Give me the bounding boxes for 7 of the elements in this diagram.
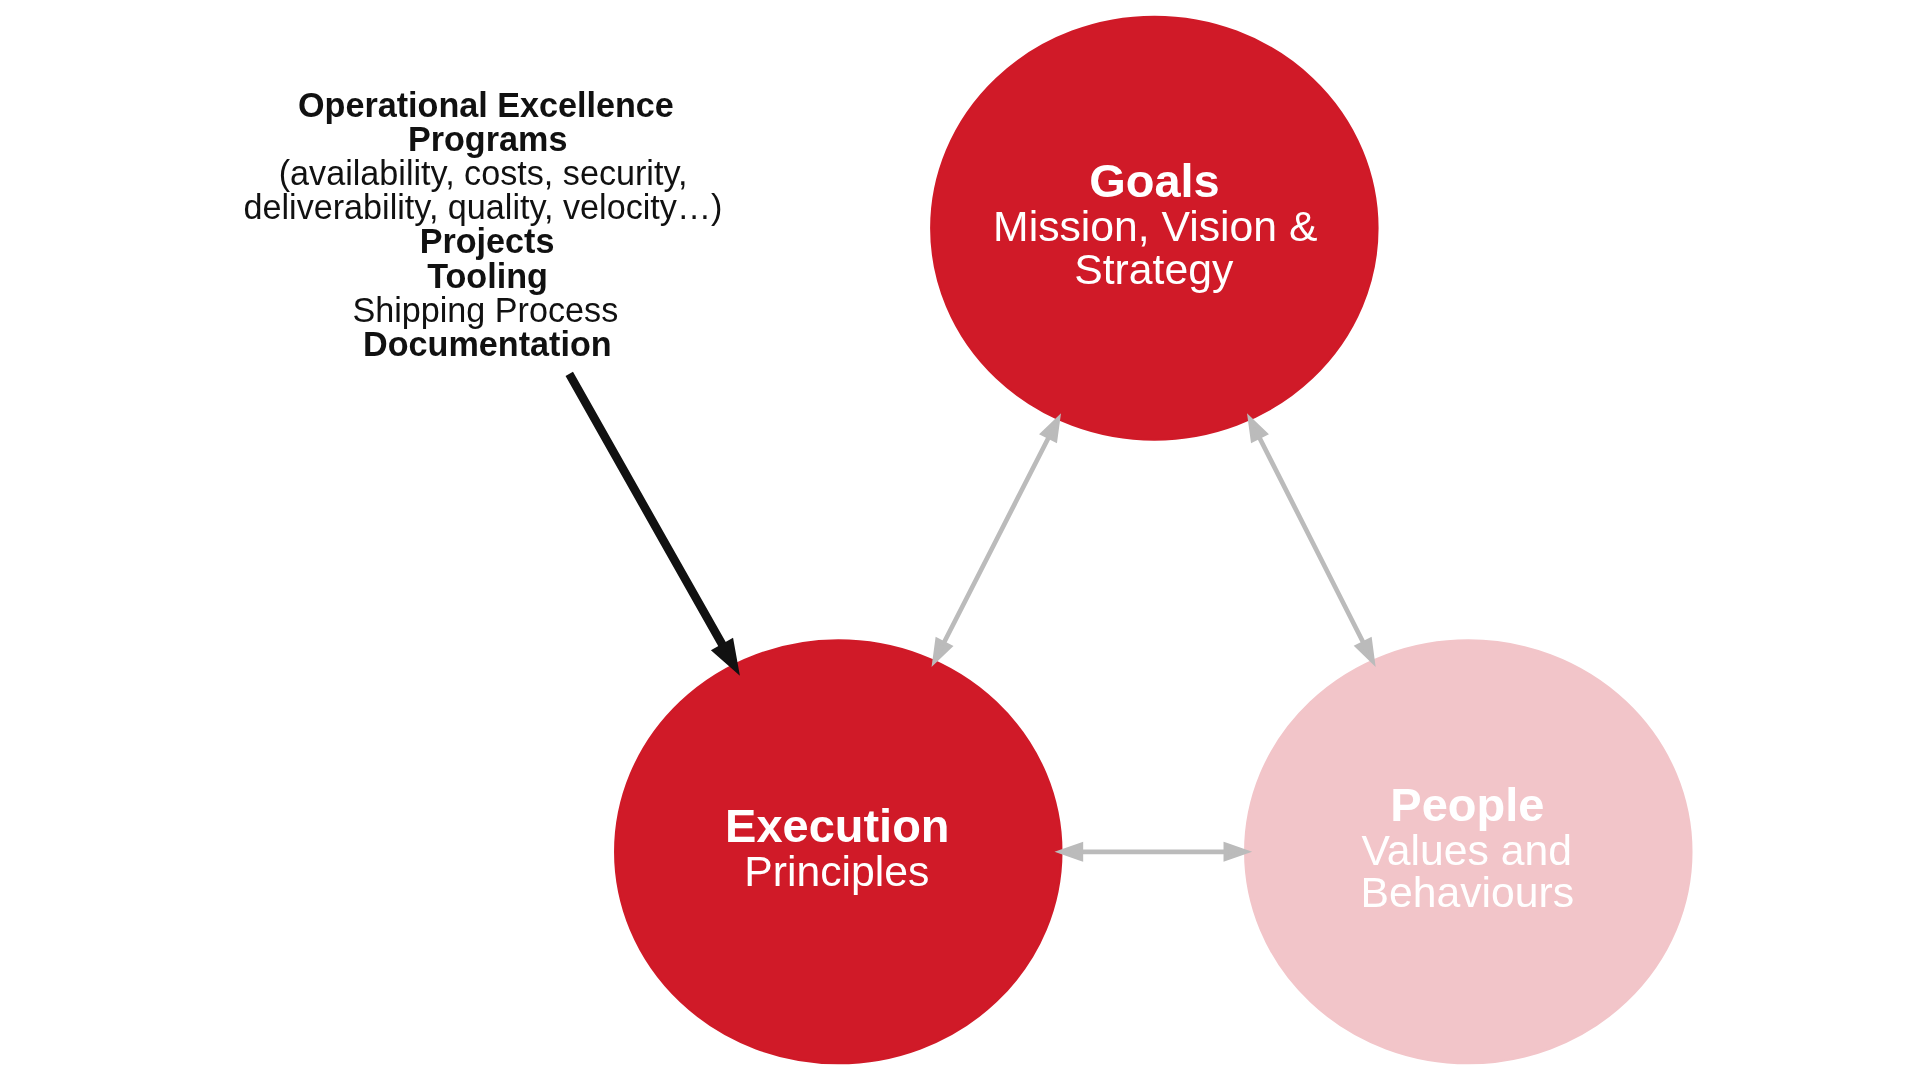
node-text: Operational Excellence Programs (availability, costs, security, deliverability, quality, velocity…) Projects Tooling Shipping Process Documentation	[243, 85, 723, 363]
arrow	[931, 413, 1061, 667]
node-circle: People Values and Behaviours	[1244, 639, 1693, 1065]
arrow	[1247, 413, 1376, 667]
arrow	[565, 371, 740, 676]
arrow	[1054, 841, 1253, 862]
node-circle: Goals Mission, Vision & Strategy	[930, 15, 1379, 441]
